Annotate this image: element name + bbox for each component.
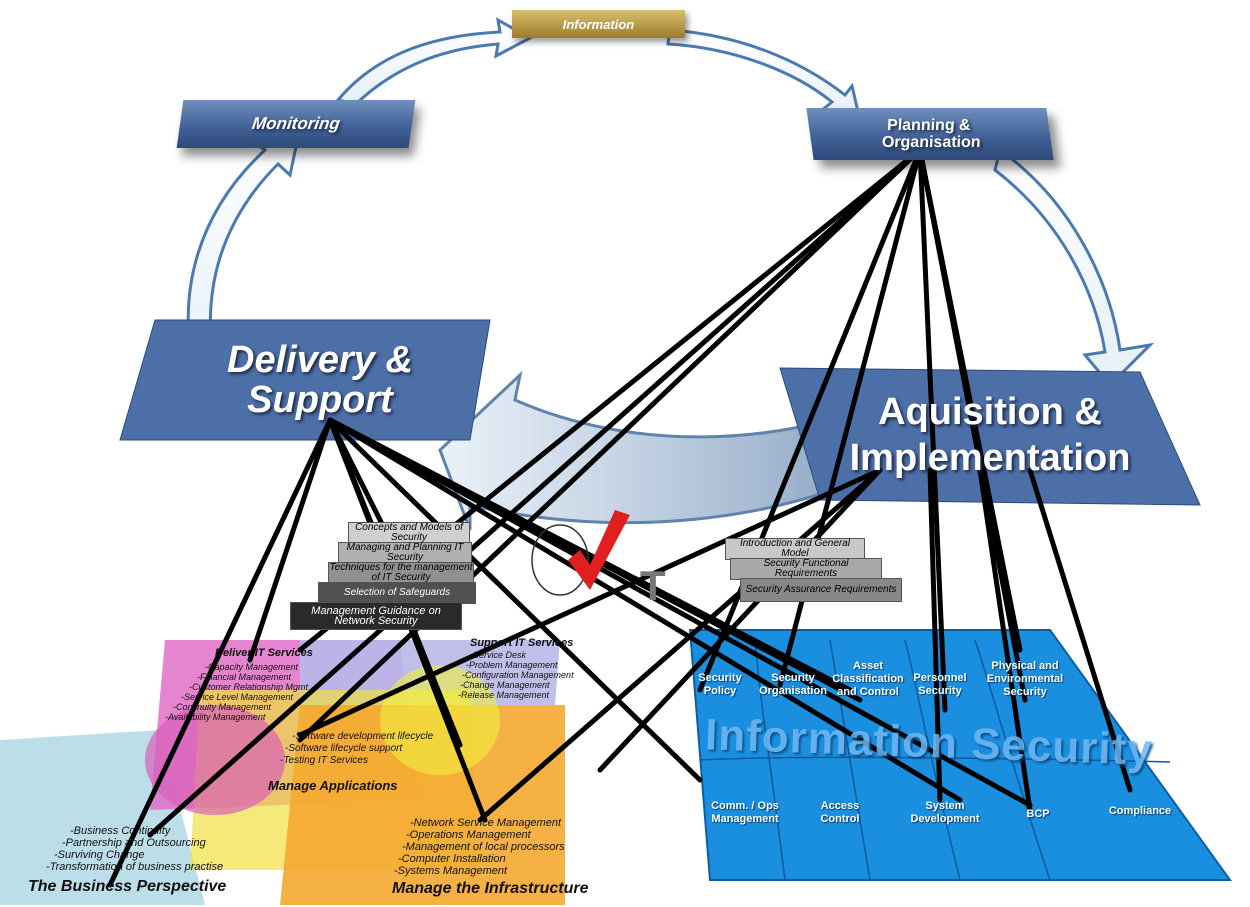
tile-comm-ops: Comm. / Ops Management <box>711 800 779 825</box>
list-item: -Network Service Management <box>410 817 562 829</box>
acquisition-box-shape <box>779 367 1201 506</box>
list-item: -Partnership and Outsourcing <box>62 837 206 849</box>
acquisition-box: Aquisition & Implementation <box>800 380 1180 490</box>
list-item: -Software lifecycle support <box>285 743 403 754</box>
delivery-box-shape <box>119 319 491 441</box>
acquisition-label: Aquisition & Implementation <box>849 391 1131 479</box>
list-item: -Surviving Change <box>54 849 145 861</box>
delivery-box: Delivery & Support <box>170 330 470 430</box>
list-item: -Continuity Management <box>173 702 272 712</box>
left-stack-item: Managing and Planning IT Security <box>338 542 472 564</box>
arrow-acquisition-to-delivery <box>438 370 882 531</box>
list-item: -Software development lifecycle <box>292 731 434 742</box>
tile-security-organisation: Security Organisation <box>759 672 827 697</box>
business-perspective-sheets <box>0 640 565 905</box>
left-stack-item: Techniques for the management of IT Secu… <box>328 562 474 584</box>
list-item: -Business Continuity <box>70 825 171 837</box>
left-stack-item: Concepts and Models of Security <box>348 522 470 544</box>
tile-personnel-security: Personnel Security <box>913 672 967 697</box>
list-item: -Transformation of business practise <box>46 861 224 873</box>
svg-text:T: T <box>640 562 666 609</box>
list-item: -Release Management <box>458 690 550 700</box>
planning-box: Planning & Organisation <box>806 108 1054 160</box>
list-item: -Financial Management <box>197 672 292 682</box>
list-item: -Operations Management <box>406 829 531 841</box>
tile-asset-classification: Asset Classification and Control <box>832 660 904 698</box>
list-item: -Capacity Management <box>205 662 299 672</box>
manage-infrastructure-title: Manage the Infrastructure <box>392 880 589 897</box>
tile-access-control: Access Control <box>820 800 860 825</box>
list-item: -Availability Management <box>165 712 266 722</box>
connector-lines <box>107 147 1133 888</box>
tile-compliance: Compliance <box>1108 805 1172 817</box>
checkmark-logo: T <box>531 510 666 609</box>
list-item: -Customer Relationship Mgmt <box>189 682 309 692</box>
list-item: -Change Management <box>460 680 550 690</box>
manage-applications-title: Manage Applications <box>268 778 398 793</box>
business-perspective-title: The Business Perspective <box>28 878 227 895</box>
tile-system-development: System Development <box>910 800 980 825</box>
list-item: -Management of local processors <box>402 841 565 853</box>
left-stack-item: Selection of Safeguards <box>318 582 476 604</box>
tile-bcp: BCP <box>1026 808 1050 820</box>
list-item: -Configuration Management <box>462 670 574 680</box>
tile-physical-environmental: Physical and Environmental Security <box>986 660 1064 698</box>
delivery-label: Delivery & Support <box>227 339 413 421</box>
right-stack-item: Security Assurance Requirements <box>740 578 902 602</box>
right-stack-item: Introduction and General Model <box>725 538 865 560</box>
list-item: -Service Desk <box>470 650 527 660</box>
list-item: -Systems Management <box>394 865 508 877</box>
arrow-information-to-planning <box>666 28 863 123</box>
planning-label: Planning & Organisation <box>880 117 982 151</box>
puzzle-seams <box>699 639 1171 881</box>
tile-security-policy: Security Policy <box>698 672 742 697</box>
right-stack-item: Security Functional Requirements <box>730 558 882 580</box>
monitoring-box: Monitoring <box>176 100 416 148</box>
information-box: Information <box>512 10 685 38</box>
list-item: -Computer Installation <box>398 853 506 865</box>
list-item: -Testing IT Services <box>280 755 368 766</box>
deliver-it-services-title: Deliver IT Services <box>215 647 313 659</box>
left-stack-item: Management Guidance on Network Security <box>290 602 462 630</box>
arrow-monitoring-to-information <box>335 17 534 106</box>
arrow-planning-to-acquisition <box>993 147 1155 388</box>
support-it-services-title: Support IT Services <box>470 637 574 649</box>
list-item: -Service Level Management <box>181 692 294 702</box>
list-item: -Problem Management <box>466 660 558 670</box>
